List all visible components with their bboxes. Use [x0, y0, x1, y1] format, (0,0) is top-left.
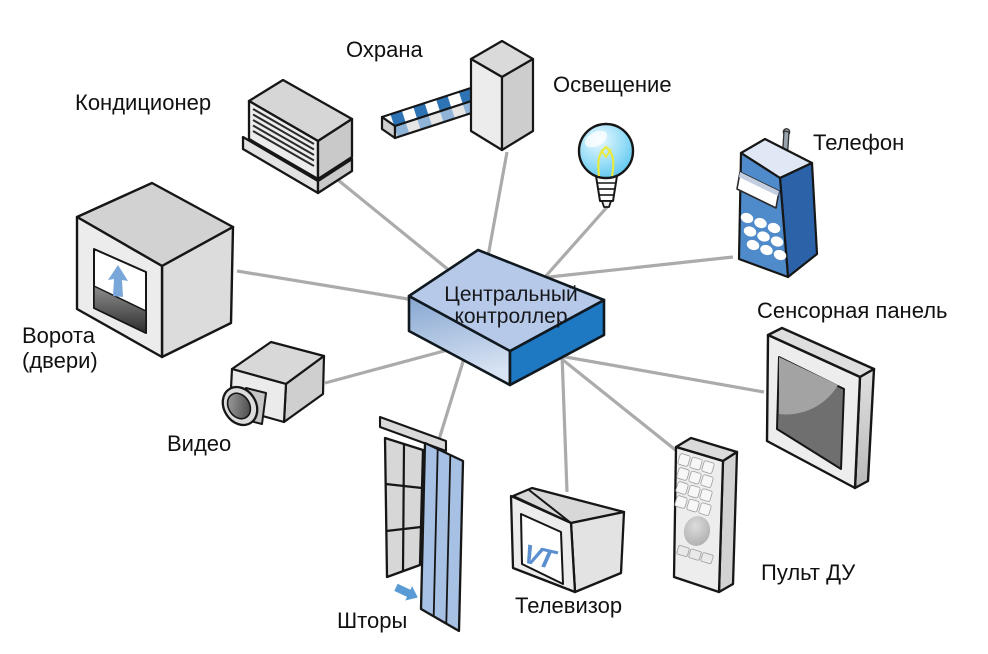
- curtain-rail: [378, 415, 448, 453]
- remote-label: Пульт ДУ: [761, 560, 856, 585]
- video-label: Видео: [167, 431, 232, 456]
- panel-screen-glare: [779, 357, 838, 415]
- security-barrier-icon: [380, 39, 535, 152]
- light-bulb-icon: [577, 122, 635, 208]
- connection-line-tv: [560, 353, 569, 493]
- tv-screen: [520, 513, 564, 585]
- phone-screen-shadow: [739, 172, 779, 196]
- bulb-highlight: [584, 130, 608, 148]
- gate-door-opening: [93, 285, 147, 334]
- touch-panel-label: Сенсорная панель: [757, 298, 948, 323]
- remote-dial-button: [683, 516, 711, 546]
- curtains-icon: [378, 415, 465, 633]
- ac-vent-lines: [252, 108, 315, 167]
- connection-lines: [236, 151, 765, 493]
- connection-line-curtains: [435, 351, 468, 447]
- curtains-label: Шторы: [337, 608, 408, 633]
- window-grid: [385, 443, 423, 572]
- connection-line-remote: [557, 354, 679, 454]
- remote-bottom-keys: [676, 545, 714, 565]
- tv-right-face: [569, 510, 626, 594]
- bulb-neck-threads: [597, 182, 616, 196]
- remote-control-icon: [672, 436, 739, 594]
- tv-top-crease: [528, 489, 572, 524]
- gate-up-arrow-icon: [108, 265, 128, 297]
- ac-right-face: [316, 117, 354, 181]
- camera-lens-glass: [226, 392, 252, 420]
- phone-keypad: [740, 212, 787, 261]
- video-camera-icon: [221, 340, 326, 427]
- central-controller-label: Центральный контроллер: [444, 283, 578, 329]
- bulb-filament: [597, 145, 615, 177]
- phone-icon: [736, 128, 819, 279]
- security-label: Охрана: [346, 37, 423, 62]
- connection-line-air-conditioner: [336, 178, 452, 273]
- air-conditioner-icon: [241, 78, 354, 195]
- connection-line-security: [485, 151, 509, 263]
- curtain-pleats: [432, 448, 452, 624]
- lighting-label: Освещение: [553, 72, 672, 97]
- curtain-close-arrow-icon: [394, 583, 418, 601]
- connection-line-gate: [236, 269, 421, 303]
- bulb-contact-cap: [601, 200, 612, 208]
- controller-top-face: [407, 248, 606, 353]
- phone-label: Телефон: [813, 130, 905, 155]
- bulb-glass: [577, 122, 635, 180]
- touch-panel-icon: [765, 326, 876, 490]
- connection-line-lighting: [543, 204, 610, 279]
- air-conditioner-label: Кондиционер: [75, 90, 212, 115]
- remote-keypad: [674, 453, 715, 516]
- central-controller-icon: [407, 248, 606, 387]
- barrier-post-right: [500, 57, 535, 152]
- curtain-panel: [419, 441, 465, 633]
- connection-line-touch-panel: [559, 354, 765, 394]
- connection-line-phone: [539, 255, 734, 280]
- gate-label: Ворота (двери): [22, 323, 98, 373]
- connection-line-video: [324, 346, 456, 385]
- tv-label: Телевизор: [515, 593, 623, 618]
- tv-icon: VT: [509, 486, 626, 594]
- bulb-filament-zigzag: [600, 148, 612, 159]
- ac-base-right: [316, 157, 354, 195]
- gate-icon: [75, 181, 235, 359]
